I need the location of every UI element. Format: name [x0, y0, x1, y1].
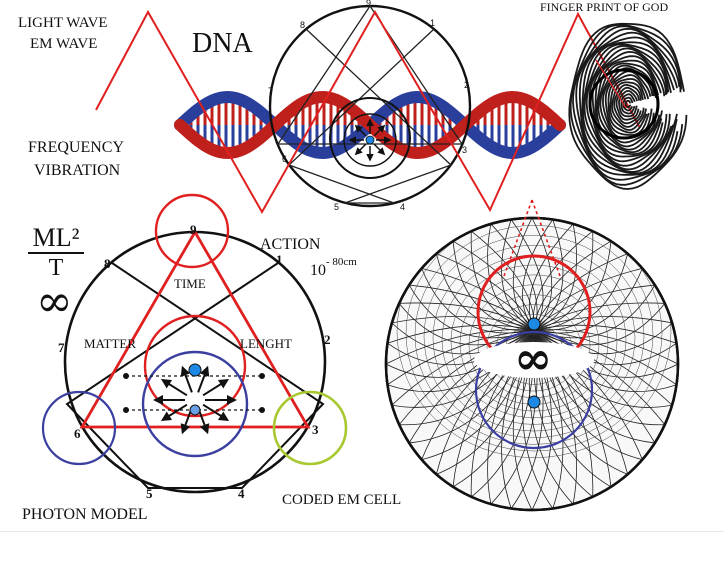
photon-num-7: 7 [58, 340, 65, 355]
formula: ML² T [28, 224, 84, 282]
torus-icon [384, 199, 680, 512]
dna-enneagram [268, 4, 472, 208]
lenght-label: LENGHT [240, 336, 292, 351]
vibration-label: VIBRATION [34, 162, 121, 179]
fingerprint-icon [568, 22, 688, 190]
dna-num-7: 7 [268, 86, 274, 96]
photon-num-4: 4 [238, 486, 245, 501]
photon-model [41, 193, 348, 494]
dna-num-6: 6 [282, 154, 288, 164]
photon-num-3: 3 [312, 422, 319, 437]
formula-denominator: T [48, 255, 64, 281]
matter-label: MATTER [84, 336, 136, 351]
photon-num-2: 2 [324, 332, 331, 347]
formula-numerator: ML² [28, 224, 84, 254]
torus-infinity: ∞ [514, 331, 553, 385]
dna-num-8: 8 [300, 20, 306, 30]
photon-num-5: 5 [146, 486, 153, 501]
frequency-label: FREQUENCY [28, 139, 125, 156]
light-wave [95, 9, 641, 215]
formula-infinity: ∞ [36, 276, 73, 327]
action-scale-exponent: - 80cm [326, 256, 357, 268]
dna-num-1: 1 [430, 18, 436, 28]
dna-num-5: 5 [334, 202, 340, 212]
dna-num-9: 9 [366, 0, 372, 8]
coded-em-cell-label: CODED EM CELL [282, 492, 402, 508]
em-wave-label: EM WAVE [30, 36, 98, 52]
dna-num-3: 3 [462, 145, 468, 155]
photon-num-1: 1 [276, 252, 283, 267]
finger-print-label: FINGER PRINT OF GOD [540, 0, 669, 14]
photon-num-6: 6 [74, 426, 81, 441]
dna-num-2: 2 [464, 80, 470, 90]
dna-num-4: 4 [400, 202, 406, 212]
action-label: ACTION [260, 236, 321, 253]
time-label: TIME [174, 276, 206, 291]
light-wave-label: LIGHT WAVE [18, 15, 108, 31]
photon-num-9: 9 [190, 222, 197, 237]
bottom-divider [0, 531, 724, 532]
photon-num-8: 8 [104, 256, 111, 271]
action-scale-base: 10 [310, 262, 326, 279]
photon-model-label: PHOTON MODEL [22, 506, 148, 523]
dna-label: DNA [192, 28, 253, 59]
action-scale: 10- 80cm [310, 256, 357, 280]
